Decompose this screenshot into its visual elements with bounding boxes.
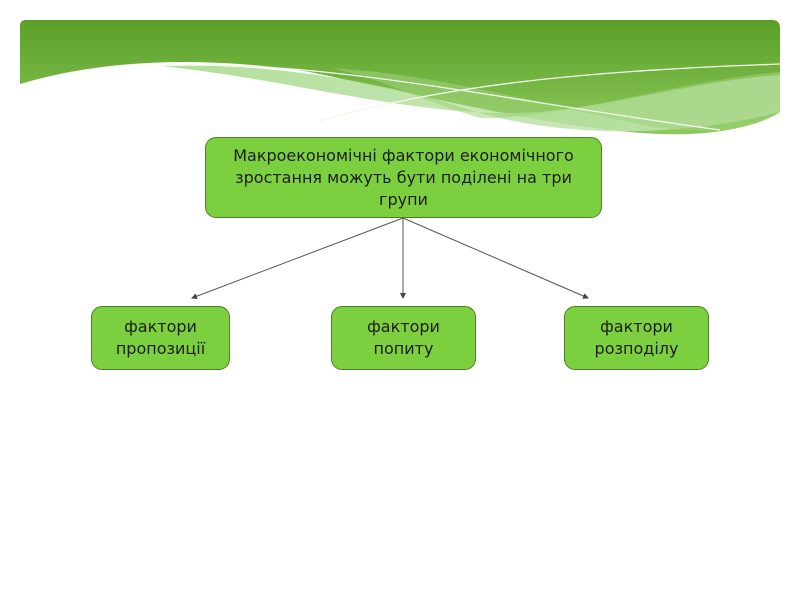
header-wave-mid	[330, 68, 780, 131]
child-node-line2: попиту	[373, 339, 434, 358]
child-node-line2: розподілу	[594, 339, 679, 358]
child-node-supply: фактори пропозиції	[91, 306, 230, 370]
header-wave-line-1	[159, 64, 721, 131]
child-node-line1: фактори	[367, 317, 440, 336]
child-node-line2: пропозиції	[115, 339, 206, 358]
child-node-distribution: фактори розподілу	[564, 306, 709, 370]
root-node-text: Макроекономічні фактори економічного зро…	[233, 145, 574, 209]
header-wave-banner	[20, 20, 781, 135]
header-wave-line-2	[319, 63, 781, 122]
child-node-demand: фактори попиту	[331, 306, 476, 370]
child-node-line1: фактори	[600, 317, 673, 336]
child-node-line1: фактори	[124, 317, 197, 336]
arrow-to-left	[191, 217, 404, 300]
arrow-to-right	[402, 217, 589, 299]
root-node: Макроекономічні фактори економічного зро…	[205, 137, 602, 218]
